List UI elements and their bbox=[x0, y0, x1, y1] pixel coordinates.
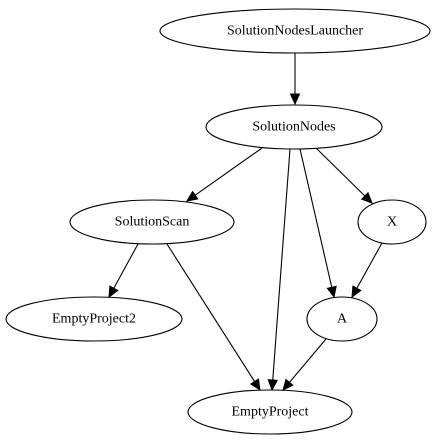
arrowhead-icon bbox=[289, 93, 301, 106]
edge-nodes-to-empty bbox=[267, 148, 291, 392]
node-empty-project2[interactable]: EmptyProject2 bbox=[5, 296, 183, 342]
edge-line bbox=[272, 148, 291, 381]
node-a[interactable]: A bbox=[306, 296, 378, 342]
edge-line bbox=[289, 338, 327, 383]
arrowhead-icon bbox=[282, 378, 294, 391]
node-label: SolutionNodes bbox=[252, 120, 335, 135]
arrowhead-icon bbox=[186, 190, 199, 202]
edge-line bbox=[166, 243, 256, 382]
edge-scan-to-empty bbox=[166, 243, 261, 392]
edges-layer bbox=[108, 53, 383, 392]
edge-nodes-to-a bbox=[299, 148, 337, 299]
node-solution-nodes[interactable]: SolutionNodes bbox=[205, 104, 383, 150]
edge-scan-to-empty2 bbox=[108, 243, 139, 299]
arrowhead-icon bbox=[360, 191, 373, 204]
node-label: SolutionScan bbox=[115, 215, 190, 230]
node-solution-scan[interactable]: SolutionScan bbox=[69, 199, 235, 245]
node-label: EmptyProject2 bbox=[52, 312, 136, 327]
edge-line bbox=[315, 147, 366, 197]
edge-line bbox=[356, 242, 383, 289]
edge-line bbox=[194, 147, 263, 196]
arrowhead-icon bbox=[108, 285, 119, 299]
node-label: SolutionNodesLauncher bbox=[227, 24, 363, 39]
edge-x-to-a bbox=[351, 242, 383, 299]
edge-launcher-to-nodes bbox=[289, 53, 301, 106]
node-label: A bbox=[337, 312, 348, 327]
edge-nodes-to-x bbox=[315, 147, 373, 204]
arrowhead-icon bbox=[326, 285, 337, 299]
node-empty-project[interactable]: EmptyProject bbox=[187, 389, 353, 435]
edge-a-to-empty bbox=[282, 338, 327, 391]
node-label: EmptyProject bbox=[232, 405, 309, 420]
arrowhead-icon bbox=[351, 285, 362, 299]
node-solution-nodes-launcher[interactable]: SolutionNodesLauncher bbox=[159, 8, 431, 54]
edge-line bbox=[299, 148, 333, 288]
edge-line bbox=[113, 243, 139, 289]
arrowhead-icon bbox=[249, 378, 261, 392]
edge-nodes-to-scan bbox=[186, 147, 263, 202]
arrowhead-icon bbox=[267, 379, 279, 392]
node-label: X bbox=[387, 215, 397, 230]
node-x[interactable]: X bbox=[357, 199, 427, 245]
nodes-layer: SolutionNodesLauncher SolutionNodes Solu… bbox=[5, 8, 431, 435]
